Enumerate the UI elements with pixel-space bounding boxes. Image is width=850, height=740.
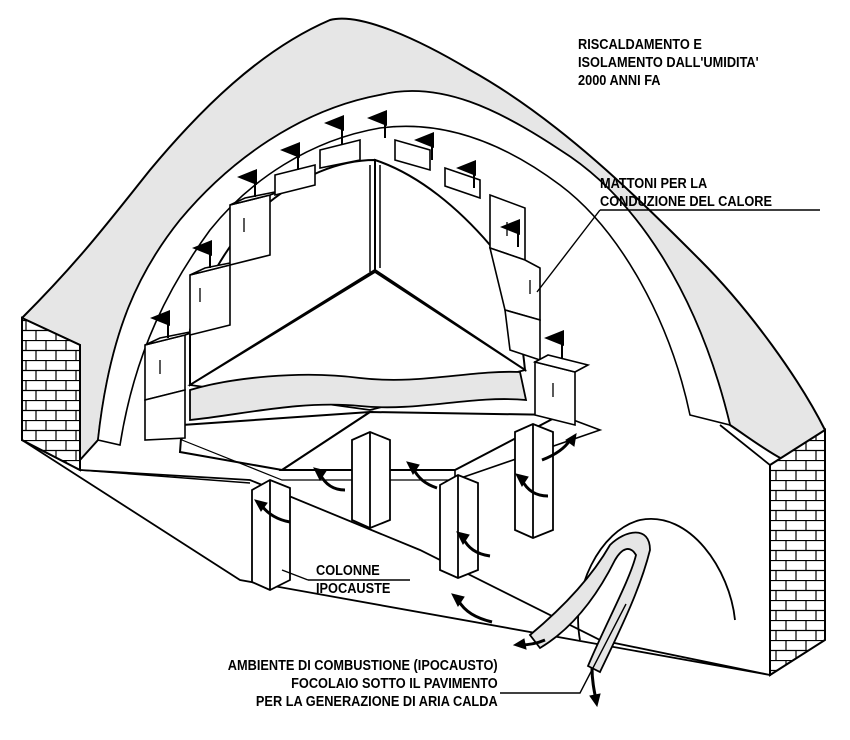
- plaster-cutaway: [189, 370, 528, 421]
- title-line-2: ISOLAMENTO DALL'UMIDITA': [578, 55, 759, 71]
- leader-lines: [281, 209, 820, 694]
- tubuli-right: [394, 138, 591, 427]
- ambiente-line-1: AMBIENTE DI COMBUSTIONE (IPOCAUSTO): [228, 658, 498, 674]
- title-line-1: RISCALDAMENTO E: [578, 37, 702, 53]
- ambiente-line-2: FOCOLAIO SOTTO IL PAVIMENTO: [291, 676, 498, 692]
- ambiente-line-3: PER LA GENERAZIONE DI ARIA CALDA: [256, 694, 498, 710]
- title-line-3: 2000 ANNI FA: [578, 73, 661, 89]
- right-brick-wall: [769, 428, 826, 677]
- label-mattoni: MATTONI PER LA CONDUZIONE DEL CALORE: [600, 175, 772, 211]
- label-colonne: COLONNE IPOCAUSTE: [316, 562, 390, 598]
- colonne-line-2: IPOCAUSTE: [316, 581, 391, 597]
- mattoni-line-2: CONDUZIONE DEL CALORE: [600, 194, 773, 210]
- furnace-flue: [528, 531, 651, 674]
- mattoni-line-1: MATTONI PER LA: [600, 176, 708, 192]
- colonne-line-1: COLONNE: [316, 563, 380, 579]
- heat-arrows-up: [150, 110, 564, 358]
- label-ambiente: AMBIENTE DI COMBUSTIONE (IPOCAUSTO) FOCO…: [228, 657, 498, 711]
- tubuli-left: [144, 138, 361, 441]
- diagram-title: RISCALDAMENTO E ISOLAMENTO DALL'UMIDITA'…: [578, 36, 759, 90]
- hot-air-arrows: [254, 433, 601, 708]
